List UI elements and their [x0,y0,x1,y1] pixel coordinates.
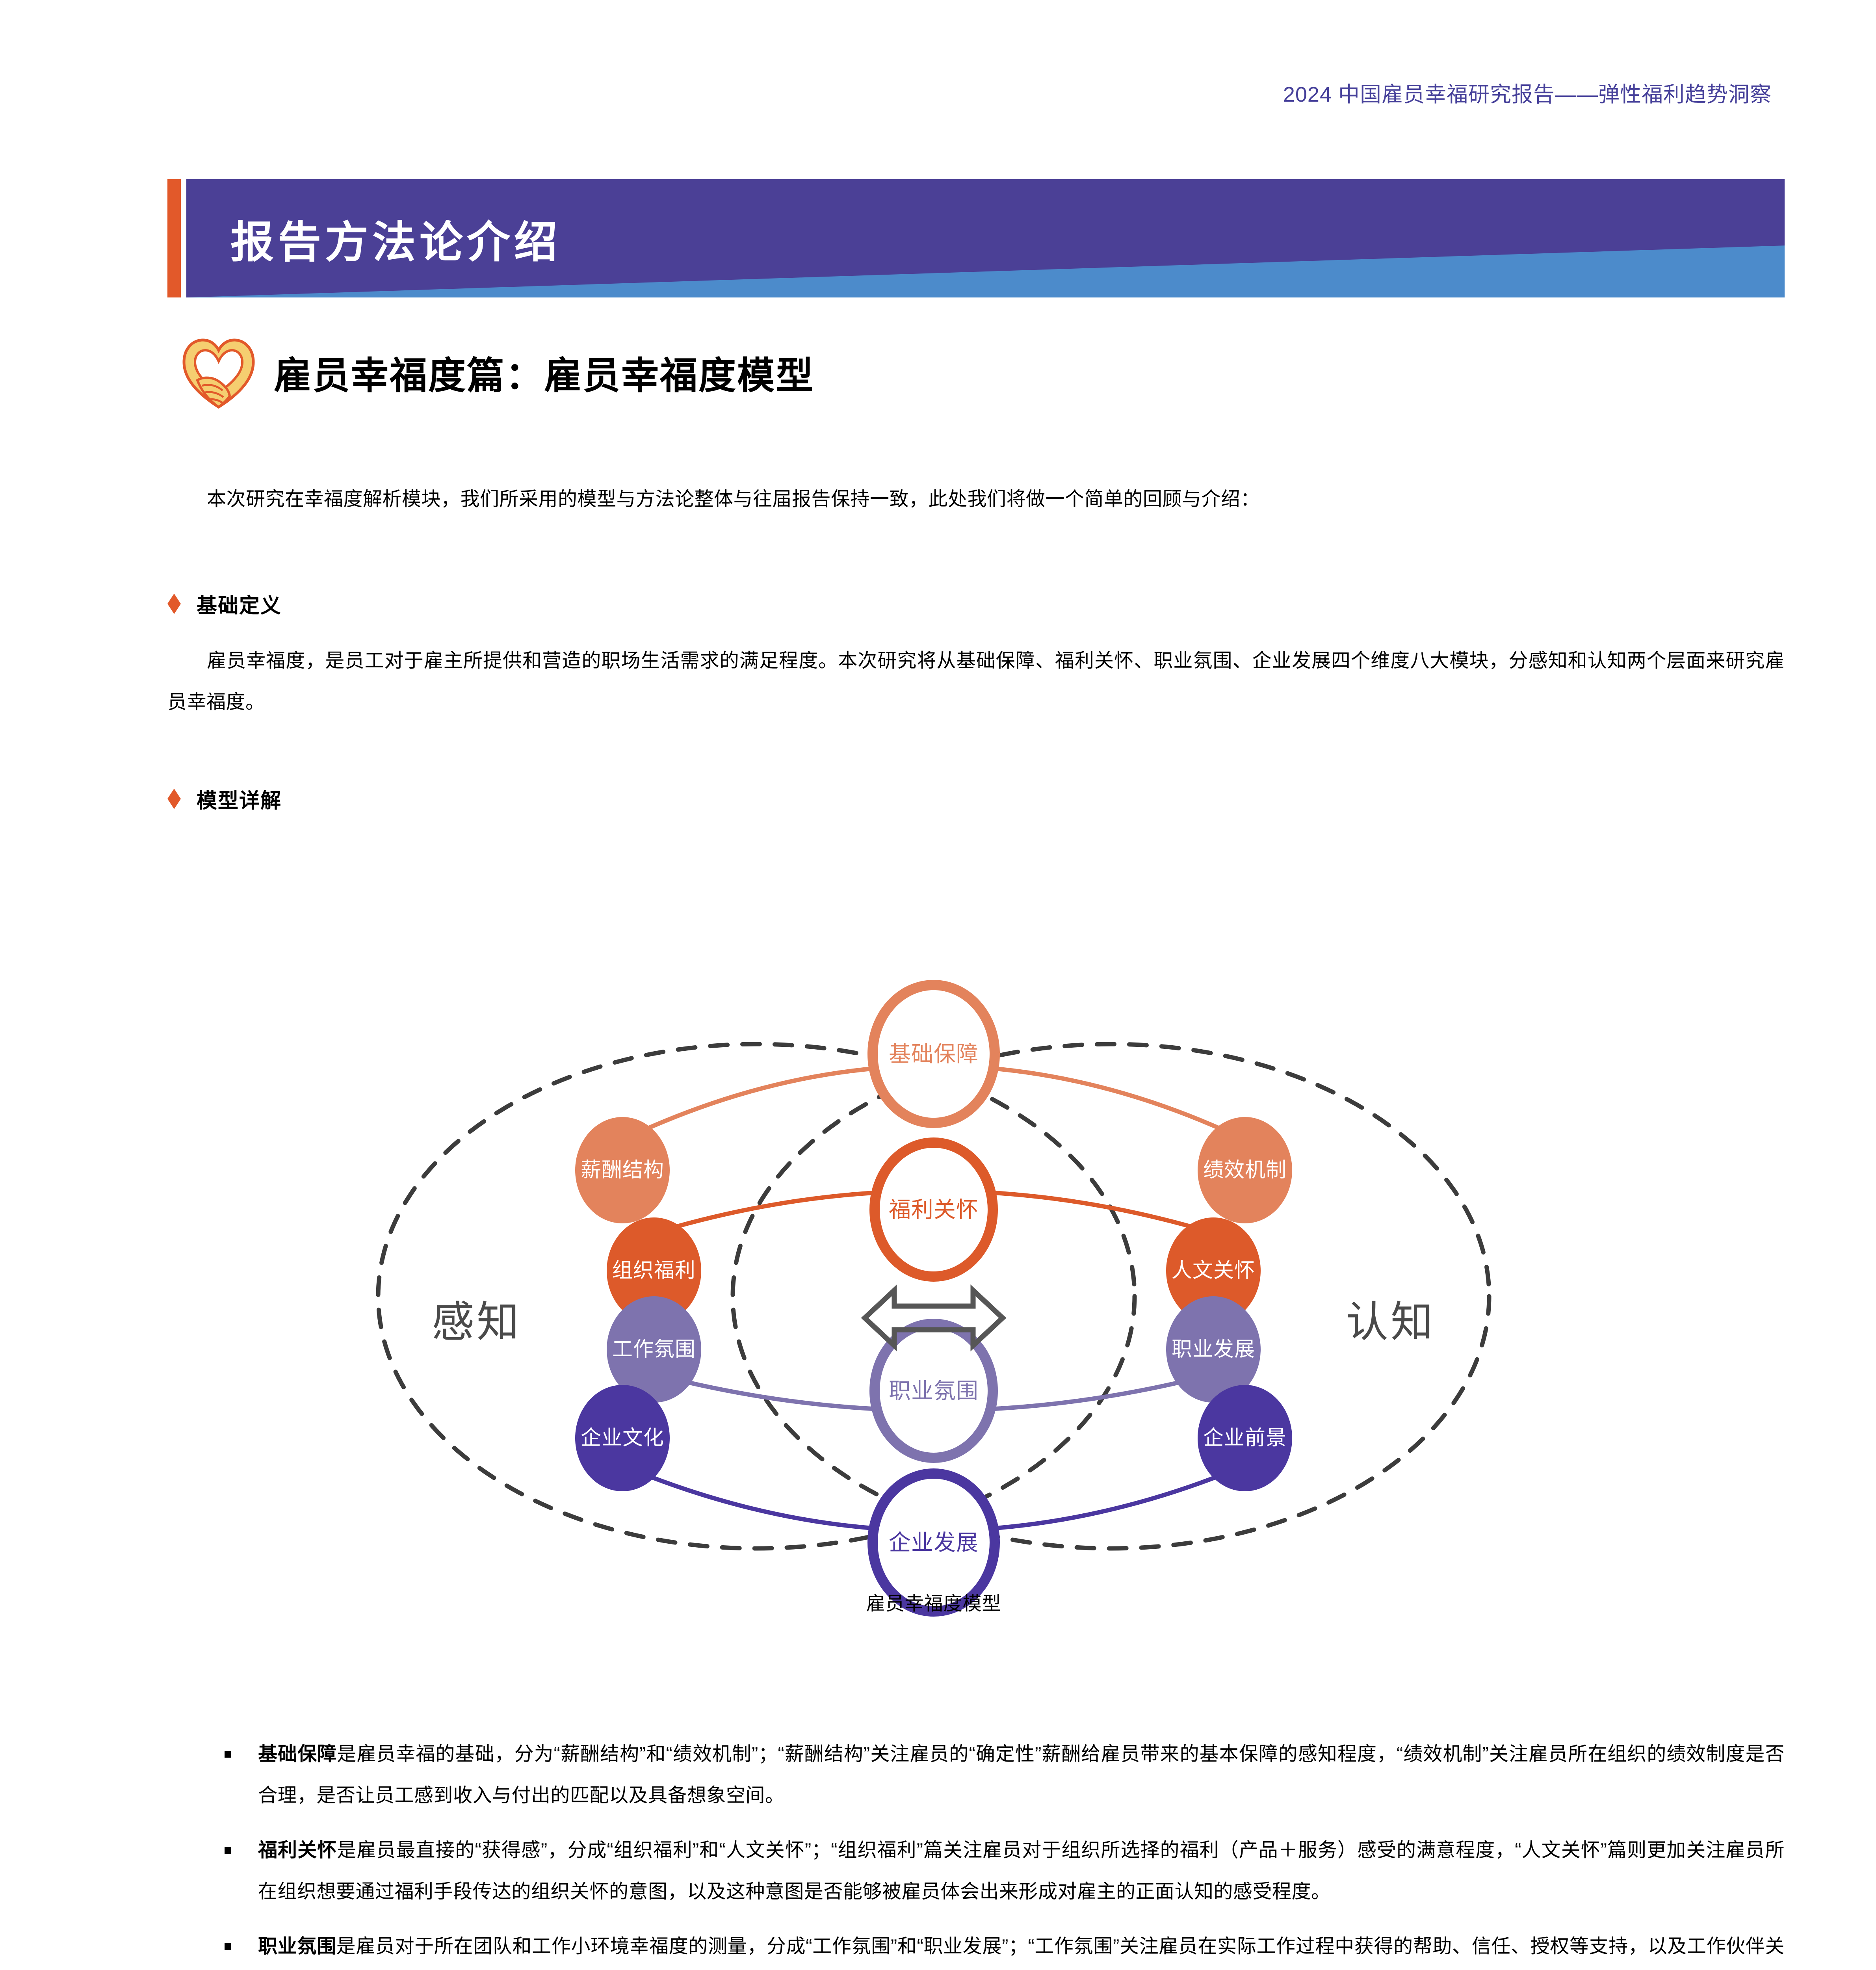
node-corporate-culture-label: 企业文化 [581,1427,664,1450]
node-salary-structure [575,1117,670,1223]
diamond-bullet-icon [167,788,181,809]
list-item-body: 是雇员对于所在团队和工作小环境幸福度的测量，分成“工作氛围”和“职业发展”；“工… [336,1936,1785,1957]
figure-caption: 雇员幸福度模型 [866,1593,1001,1614]
node-humanistic-care-label: 人文关怀 [1172,1259,1255,1282]
list-item-lead: 职业氛围 [258,1936,336,1957]
chapter-title: 报告方法论介绍 [230,218,561,267]
banner-body [186,179,1785,297]
banner-triangle-decoration [186,245,1785,297]
running-header: 2024 中国雇员幸福研究报告——弹性福利趋势洞察 [1283,83,1772,106]
cognition-zone-label: 认知 [1346,1298,1436,1346]
square-bullet-icon [225,1847,231,1854]
hub-welfare-care-label: 福利关怀 [889,1197,979,1222]
node-organization-welfare-label: 组织福利 [612,1259,696,1282]
chapter-banner: 报告方法论介绍 [167,179,1785,297]
banner-accent-bar [167,179,181,297]
square-bullet-icon [225,1943,231,1950]
list-item: 基础保障是雇员幸福的基础，分为“薪酬结构”和“绩效机制”；“薪酬结构”关注雇员的… [221,1734,1785,1816]
node-performance-mechanism [1198,1117,1292,1223]
node-work-atmosphere [607,1296,701,1403]
definition-paragraph: 雇员幸福度，是员工对于雇主所提供和营造的职场生活需求的满足程度。本次研究将从基础… [167,650,1785,713]
hub-welfare-care [869,1137,998,1282]
hub-enterprise-development-label: 企业发展 [889,1530,979,1555]
diamond-bullet-icon [167,593,181,614]
hub-career-atmosphere-label: 职业氛围 [889,1379,979,1403]
happiness-model-diagram: .nlab{ font-family:"Liberation Sans","De… [343,934,1525,1643]
list-item-body: 是雇员幸福的基础，分为“薪酬结构”和“绩效机制”；“薪酬结构”关注雇员的“确定性… [258,1743,1785,1806]
hub-base-guarantee [867,980,1000,1128]
list-item-lead: 福利关怀 [258,1840,337,1861]
perception-zone-ellipse [376,1042,1137,1551]
node-humanistic-care [1166,1217,1261,1324]
intro-paragraph: 本次研究在幸福度解析模块，我们所采用的模型与方法论整体与往届报告保持一致，此处我… [207,489,1260,510]
node-enterprise-prospect-label: 企业前景 [1203,1427,1287,1450]
section-heading-label: 雇员幸福度篇：雇员幸福度模型 [274,355,815,397]
model-explanation-list: 基础保障是雇员幸福的基础，分为“薪酬结构”和“绩效机制”；“薪酬结构”关注雇员的… [221,1734,1785,1970]
subsection-title: 模型详解 [197,790,282,812]
hub-enterprise-development [867,1468,1000,1617]
node-work-atmosphere-label: 工作氛围 [612,1338,696,1361]
list-item: 福利关怀是雇员最直接的“获得感”，分成“组织福利”和“人文关怀”；“组织福利”篇… [221,1830,1785,1912]
subsection-title: 基础定义 [197,595,282,617]
double-headed-arrow-icon [861,1284,1007,1351]
list-item: 职业氛围是雇员对于所在团队和工作小环境幸福度的测量，分成“工作氛围”和“职业发展… [221,1926,1785,1970]
node-salary-structure-label: 薪酬结构 [581,1159,664,1182]
node-career-development [1166,1296,1261,1403]
node-enterprise-prospect [1198,1385,1292,1491]
node-career-development-label: 职业发展 [1172,1338,1255,1361]
subsection-heading-definition: 基础定义 [167,589,282,619]
list-item-body: 是雇员最直接的“获得感”，分成“组织福利”和“人文关怀”；“组织福利”篇关注雇员… [258,1840,1785,1902]
hub-base-guarantee-label: 基础保障 [889,1042,979,1067]
perception-zone-label: 感知 [432,1298,522,1346]
subsection-heading-model: 模型详解 [167,784,282,814]
hub-career-atmosphere [869,1319,998,1463]
node-corporate-culture [575,1385,670,1491]
node-performance-mechanism-label: 绩效机制 [1203,1159,1287,1182]
section-heading: 雇员幸福度篇：雇员幸福度模型 [179,331,814,414]
cognition-zone-ellipse [730,1042,1492,1551]
list-item-lead: 基础保障 [258,1743,337,1765]
node-organization-welfare [607,1217,701,1324]
heart-hand-icon [179,333,258,412]
square-bullet-icon [225,1751,231,1758]
